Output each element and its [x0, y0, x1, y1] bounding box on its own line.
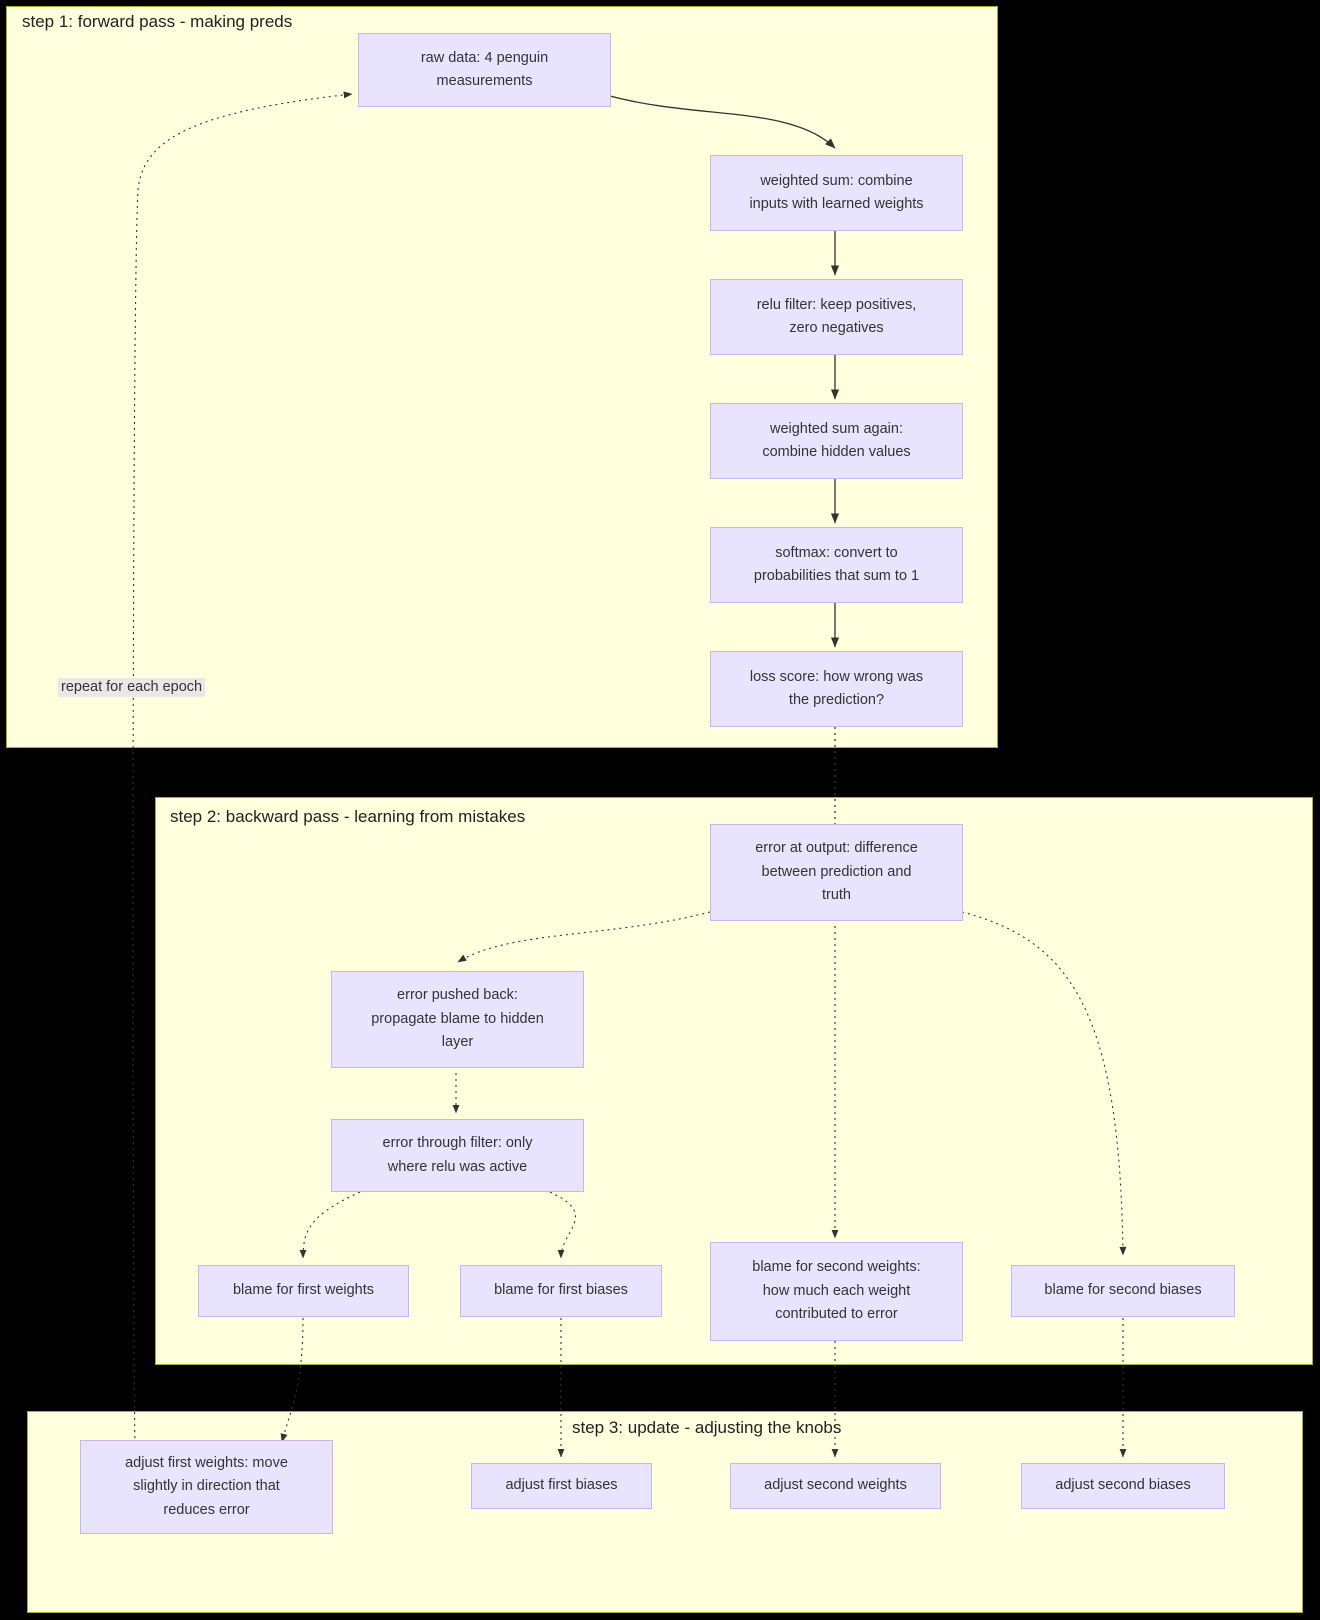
node-error-pushed-back[interactable]: error pushed back: propagate blame to hi…: [331, 971, 584, 1068]
subgraph-title-step-3: step 3: update - adjusting the knobs: [572, 1418, 842, 1437]
node-adjust-first-biases[interactable]: adjust first biases: [471, 1463, 652, 1509]
node-relu-filter-line-2: zero negatives: [789, 320, 884, 336]
node-error-through-filter-line-2: where relu was active: [387, 1158, 528, 1175]
node-adjust-first-weights-line-1: adjust first weights: move: [125, 1454, 288, 1471]
node-blame-second-weights[interactable]: blame for second weights: how much each …: [710, 1242, 963, 1341]
node-error-pushed-back-line-3: layer: [441, 1034, 474, 1051]
subgraph-step-1: [6, 6, 998, 748]
node-adjust-second-weights[interactable]: adjust second weights: [730, 1463, 941, 1509]
node-loss-score-line-1: loss score: how wrong was: [749, 668, 924, 685]
node-blame-second-weights-line-1: blame for second weights:: [752, 1259, 921, 1276]
node-error-through-filter[interactable]: error through filter: only where relu wa…: [331, 1119, 584, 1192]
node-error-at-output[interactable]: error at output: difference between pred…: [710, 824, 963, 921]
node-weighted-sum-again-line-1: weighted sum again:: [769, 420, 903, 437]
node-weighted-sum-line-2: inputs with learned weights: [749, 196, 924, 212]
node-adjust-first-weights[interactable]: adjust first weights: move slightly in d…: [80, 1440, 333, 1534]
node-relu-filter-line-1: relu filter: keep positives,: [756, 296, 917, 313]
node-adjust-first-weights-line-3: reduces error: [163, 1501, 250, 1518]
node-adjust-second-biases[interactable]: adjust second biases: [1021, 1463, 1225, 1509]
node-weighted-sum[interactable]: weighted sum: combine inputs with learne…: [710, 155, 963, 231]
node-softmax-line-1: softmax: convert to: [775, 544, 898, 561]
node-blame-second-weights-line-2: how much each weight: [762, 1282, 911, 1299]
node-loss-score-line-2: the prediction?: [788, 692, 885, 708]
node-softmax-line-2: probabilities that sum to 1: [753, 568, 920, 584]
edge-label-repeat-for-each-epoch: repeat for each epoch: [58, 678, 206, 698]
node-blame-first-weights[interactable]: blame for first weights: [198, 1265, 409, 1317]
node-weighted-sum-again-line-2: combine hidden values: [762, 444, 911, 460]
subgraph-title-step-1: step 1: forward pass - making preds: [22, 12, 293, 31]
node-blame-first-biases[interactable]: blame for first biases: [460, 1265, 662, 1317]
subgraph-title-step-2: step 2: backward pass - learning from mi…: [170, 807, 526, 826]
node-adjust-second-weights-label: adjust second weights: [764, 1477, 907, 1494]
node-blame-second-weights-line-3: contributed to error: [775, 1306, 898, 1323]
node-error-pushed-back-line-2: propagate blame to hidden: [371, 1010, 544, 1027]
node-adjust-second-biases-label: adjust second biases: [1055, 1477, 1191, 1494]
node-raw-data[interactable]: raw data: 4 penguin measurements: [358, 33, 611, 107]
node-weighted-sum-line-1: weighted sum: combine: [760, 172, 913, 189]
node-raw-data-line-2: measurements: [436, 73, 533, 89]
node-error-at-output-line-1: error at output: difference: [755, 840, 918, 857]
node-loss-score[interactable]: loss score: how wrong was the prediction…: [710, 651, 963, 727]
node-adjust-first-biases-label: adjust first biases: [505, 1477, 618, 1494]
node-relu-filter[interactable]: relu filter: keep positives, zero negati…: [710, 279, 963, 355]
node-raw-data-line-1: raw data: 4 penguin: [420, 49, 549, 66]
node-error-at-output-line-3: truth: [821, 887, 851, 904]
node-adjust-first-weights-line-2: slightly in direction that: [133, 1478, 280, 1495]
node-error-pushed-back-line-1: error pushed back:: [397, 987, 518, 1004]
node-error-at-output-line-2: between prediction and: [761, 863, 912, 880]
node-blame-second-biases-label: blame for second biases: [1044, 1282, 1202, 1299]
node-blame-first-biases-label: blame for first biases: [494, 1282, 628, 1299]
node-error-through-filter-line-1: error through filter: only: [382, 1135, 533, 1152]
node-blame-first-weights-label: blame for first weights: [232, 1282, 375, 1299]
node-weighted-sum-again[interactable]: weighted sum again: combine hidden value…: [710, 403, 963, 479]
node-blame-second-biases[interactable]: blame for second biases: [1011, 1265, 1235, 1317]
node-softmax[interactable]: softmax: convert to probabilities that s…: [710, 527, 963, 603]
